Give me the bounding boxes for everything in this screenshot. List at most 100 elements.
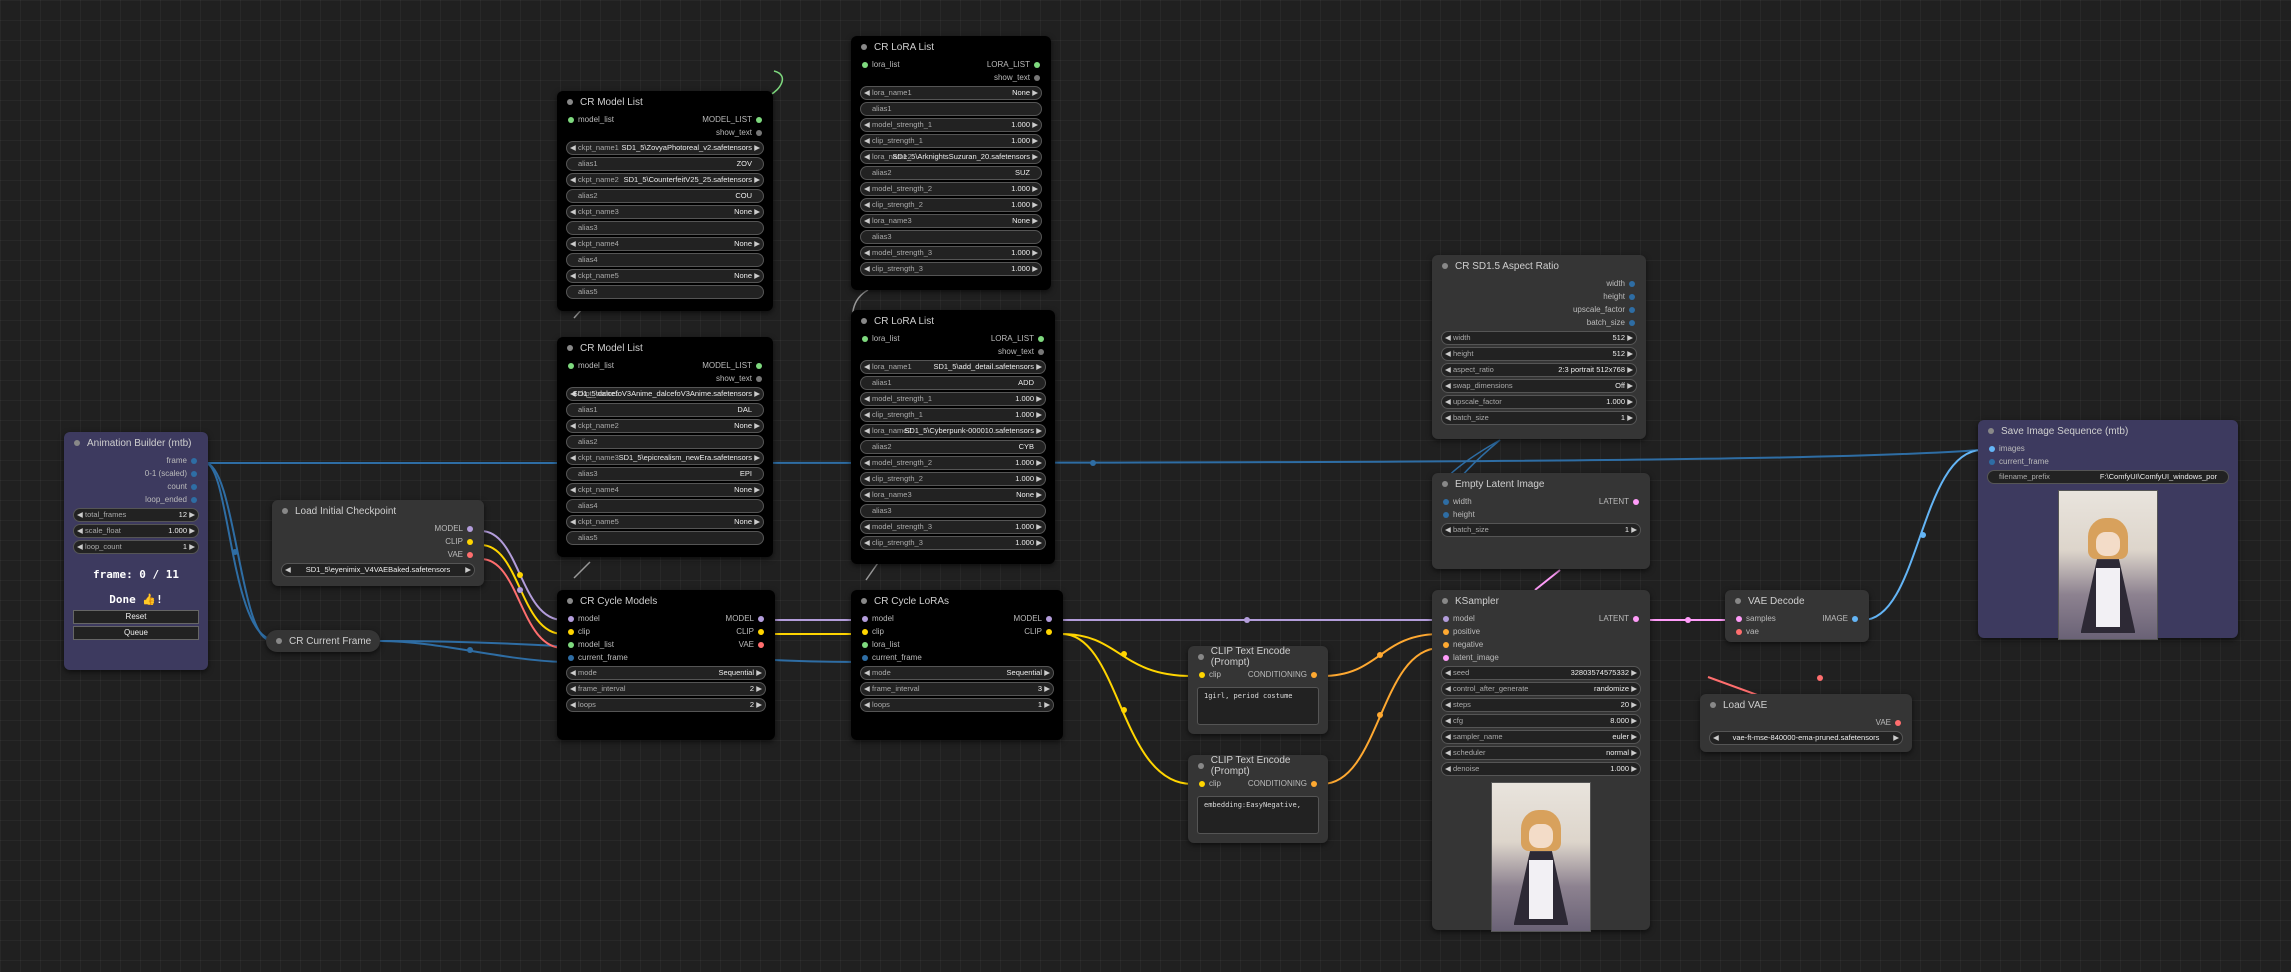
decrement-arrow-icon[interactable]: ◀ xyxy=(570,421,576,430)
output-show-text[interactable]: show_text xyxy=(998,345,1048,358)
input-clip[interactable]: clip xyxy=(1195,668,1221,681)
input-lora-list[interactable]: lora_list xyxy=(858,58,900,71)
widget-alias5[interactable]: alias5 xyxy=(566,531,764,545)
increment-arrow-icon[interactable]: ▶ xyxy=(754,421,760,430)
input-model[interactable]: model xyxy=(1439,612,1475,625)
decrement-arrow-icon[interactable]: ◀ xyxy=(864,88,870,97)
increment-arrow-icon[interactable]: ▶ xyxy=(1036,458,1042,467)
decrement-arrow-icon[interactable]: ◀ xyxy=(1445,525,1451,534)
increment-arrow-icon[interactable]: ▶ xyxy=(1032,88,1038,97)
increment-arrow-icon[interactable]: ▶ xyxy=(754,143,760,152)
decrement-arrow-icon[interactable]: ◀ xyxy=(864,522,870,531)
widget-alias4[interactable]: alias4 xyxy=(566,499,764,513)
output-latent[interactable]: LATENT xyxy=(1599,495,1643,508)
increment-arrow-icon[interactable]: ▶ xyxy=(1036,474,1042,483)
increment-arrow-icon[interactable]: ▶ xyxy=(1036,410,1042,419)
decrement-arrow-icon[interactable]: ◀ xyxy=(1445,349,1451,358)
output-vae[interactable]: VAE xyxy=(1876,716,1905,729)
input-width[interactable]: width xyxy=(1439,495,1472,508)
decrement-arrow-icon[interactable]: ◀ xyxy=(1445,716,1451,725)
output-width[interactable]: width xyxy=(1606,277,1639,290)
increment-arrow-icon[interactable]: ▶ xyxy=(1631,748,1637,757)
collapse-dot-icon[interactable] xyxy=(276,638,282,644)
output-clip[interactable]: CLIP xyxy=(445,535,477,548)
input-clip[interactable]: clip xyxy=(1195,777,1221,790)
decrement-arrow-icon[interactable]: ◀ xyxy=(864,668,870,677)
increment-arrow-icon[interactable]: ▶ xyxy=(754,485,760,494)
input-current-frame[interactable]: current_frame xyxy=(564,651,628,664)
input-clip[interactable]: clip xyxy=(564,625,590,638)
output-vae[interactable]: VAE xyxy=(448,548,477,561)
input-current-frame[interactable]: current_frame xyxy=(1985,455,2049,468)
collapse-dot-icon[interactable] xyxy=(861,44,867,50)
collapse-dot-icon[interactable] xyxy=(1442,263,1448,269)
output-show-text[interactable]: show_text xyxy=(716,372,766,385)
output-loop-ended[interactable]: loop_ended xyxy=(145,493,201,506)
collapse-dot-icon[interactable] xyxy=(861,598,867,604)
decrement-arrow-icon[interactable]: ◀ xyxy=(1445,333,1451,342)
increment-arrow-icon[interactable]: ▶ xyxy=(1627,349,1633,358)
increment-arrow-icon[interactable]: ▶ xyxy=(1032,120,1038,129)
output-clip[interactable]: CLIP xyxy=(736,625,768,638)
input-images[interactable]: images xyxy=(1985,442,2025,455)
increment-arrow-icon[interactable]: ▶ xyxy=(1631,668,1637,677)
widget-ckpt-name[interactable]: ◀SD1_5\eyenimix_V4VAEBaked.safetensors▶ xyxy=(281,563,475,577)
prompt-textarea[interactable]: embedding:EasyNegative, xyxy=(1197,796,1319,834)
increment-arrow-icon[interactable]: ▶ xyxy=(754,207,760,216)
decrement-arrow-icon[interactable]: ◀ xyxy=(864,120,870,129)
decrement-arrow-icon[interactable]: ◀ xyxy=(570,239,576,248)
input-height[interactable]: height xyxy=(1439,508,1475,521)
widget-alias3[interactable]: alias3 xyxy=(860,504,1046,518)
widget-alias5[interactable]: alias5 xyxy=(566,285,764,299)
increment-arrow-icon[interactable]: ▶ xyxy=(1631,716,1637,725)
widget-vae-name[interactable]: ◀vae-ft-mse-840000-ema-pruned.safetensor… xyxy=(1709,731,1903,745)
collapse-dot-icon[interactable] xyxy=(567,345,573,351)
decrement-arrow-icon[interactable]: ◀ xyxy=(864,538,870,547)
decrement-arrow-icon[interactable]: ◀ xyxy=(864,700,870,709)
increment-arrow-icon[interactable]: ▶ xyxy=(1036,362,1042,371)
increment-arrow-icon[interactable]: ▶ xyxy=(1627,381,1633,390)
decrement-arrow-icon[interactable]: ◀ xyxy=(1445,668,1451,677)
increment-arrow-icon[interactable]: ▶ xyxy=(754,175,760,184)
decrement-arrow-icon[interactable]: ◀ xyxy=(1445,684,1451,693)
increment-arrow-icon[interactable]: ▶ xyxy=(754,389,760,398)
output-vae[interactable]: VAE xyxy=(739,638,768,651)
decrement-arrow-icon[interactable]: ◀ xyxy=(864,362,870,371)
decrement-arrow-icon[interactable]: ◀ xyxy=(864,136,870,145)
aspect-ratio-node[interactable]: CR SD1.5 Aspect Ratio width height upsca… xyxy=(1432,255,1646,439)
animation-builder-node[interactable]: Animation Builder (mtb) frame 0-1 (scale… xyxy=(64,432,208,670)
current-frame-node[interactable]: CR Current Frame xyxy=(266,630,380,652)
increment-arrow-icon[interactable]: ▶ xyxy=(1631,684,1637,693)
decrement-arrow-icon[interactable]: ◀ xyxy=(1445,732,1451,741)
decrement-arrow-icon[interactable]: ◀ xyxy=(864,264,870,273)
increment-arrow-icon[interactable]: ▶ xyxy=(1036,538,1042,547)
decrement-arrow-icon[interactable]: ◀ xyxy=(864,394,870,403)
output-model[interactable]: MODEL xyxy=(726,612,768,625)
